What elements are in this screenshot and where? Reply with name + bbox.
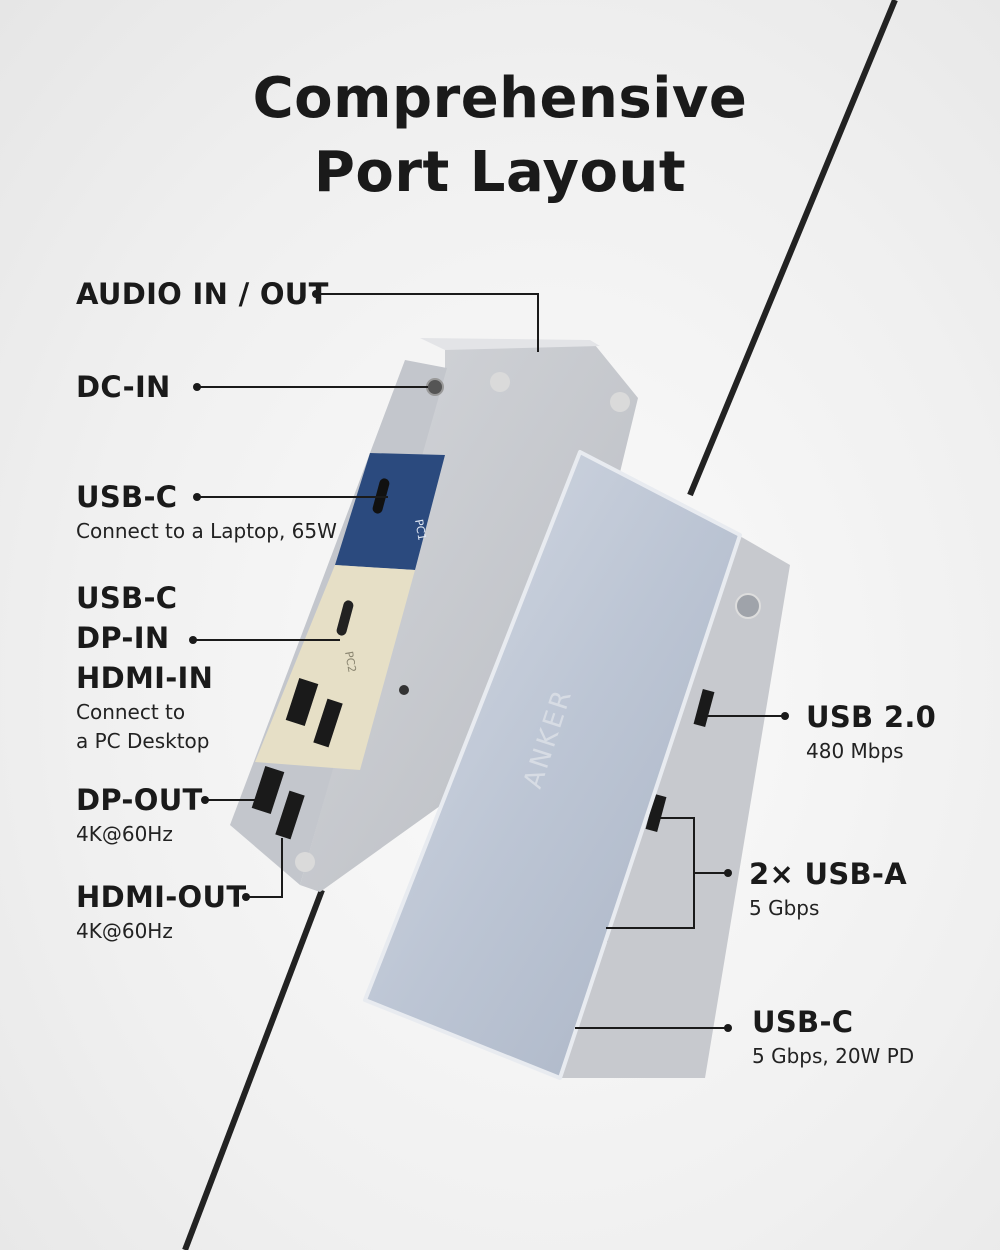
back-unit-top [420,338,600,350]
label-heading: USB 2.0 [806,700,937,734]
pc2-usb-c-port [336,600,354,636]
label-hdmi-out: HDMI-OUT 4K@60Hz [76,877,246,946]
dc-in-port [426,378,444,396]
label-sub: 480 Mbps [806,739,904,763]
foot [295,852,315,872]
label-heading: HDMI-IN [76,661,214,695]
title-line-2: Port Layout [313,140,687,205]
label-heading: USB-C [752,1005,854,1039]
front-unit-side [560,535,790,1078]
hdmi-in-port [313,698,343,748]
label-dc-in: DC-IN [76,367,171,407]
usb-a-port-1 [645,794,667,832]
label-audio: AUDIO IN / OUT [76,274,329,314]
label-sub: a PC Desktop [76,729,210,753]
hdmi-out-port [275,790,305,840]
label-sub: Connect to a Laptop, 65W [76,519,337,543]
dp-in-port [285,677,319,727]
back-unit-body [300,345,638,892]
label-sub: Connect to [76,700,186,724]
power-button [735,593,761,619]
label-usb-c-laptop: USB-C Connect to a Laptop, 65W [76,477,337,546]
label-usb-c-front: USB-C 5 Gbps, 20W PD [752,1002,914,1071]
foot [490,372,510,392]
label-sub: 5 Gbps [749,896,820,920]
label-usb-a: 2× USB-A 5 Gbps [749,854,907,923]
page-title: Comprehensive Port Layout [0,62,1000,210]
label-heading: USB-C [76,480,178,514]
label-heading: DP-IN [76,621,170,655]
pc1-label: PC1 [412,518,429,541]
cable-top [687,0,898,497]
front-unit-lid [363,450,742,1080]
label-heading: DP-OUT [76,783,203,817]
pc2-label: PC2 [342,650,359,673]
title-line-1: Comprehensive [252,66,748,131]
label-usb-2: USB 2.0 480 Mbps [806,697,936,766]
leader-lines [193,293,785,1029]
label-heading: AUDIO IN / OUT [76,277,329,311]
audio-port [399,685,409,695]
label-sub: 5 Gbps, 20W PD [752,1044,915,1068]
label-pc-inputs: USB-C DP-IN HDMI-IN Connect to a PC Desk… [76,578,213,756]
label-heading: USB-C [76,581,178,615]
dp-out-port [251,765,285,815]
pc1-panel [335,453,445,570]
label-sub: 4K@60Hz [76,919,173,943]
label-heading: HDMI-OUT [76,880,247,914]
cable-bottom [182,888,325,1250]
label-heading: 2× USB-A [749,857,907,891]
leader-dots [189,290,789,1032]
label-heading: DC-IN [76,370,171,404]
foot [610,392,630,412]
label-sub: 4K@60Hz [76,822,173,846]
label-dp-out: DP-OUT 4K@60Hz [76,780,203,849]
usb-2-port [693,689,715,727]
